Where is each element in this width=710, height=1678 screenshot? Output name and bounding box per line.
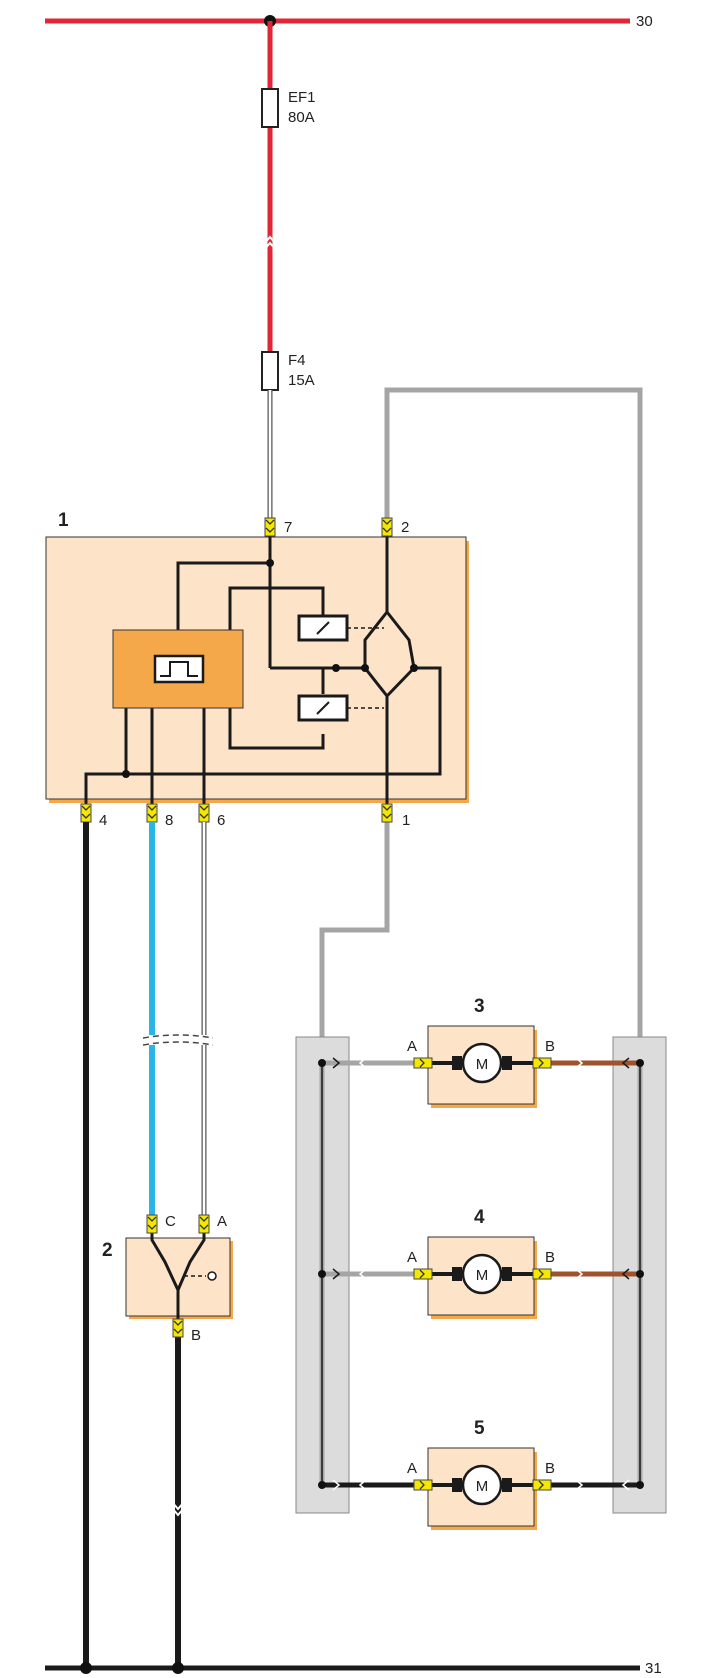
junction-dot [122,770,130,778]
motor-3-symbol: M [476,1056,489,1073]
motor-4-symbol: M [476,1267,489,1284]
module-1-label: 1 [58,510,69,531]
module-pin-7-label: 7 [284,519,292,536]
relay-coil-lower [297,694,384,722]
switch-pin-c-label: C [165,1213,176,1230]
motor-4-pin-b-label: B [545,1249,555,1266]
module-pin-2 [381,517,393,537]
motor-3-pin-a [413,1057,433,1069]
switch-pin-a [198,1214,210,1234]
module-internal-wiring [84,518,442,815]
motor-brush [502,1056,512,1070]
terminal-31-label: 31 [645,1660,662,1677]
motor-5-pin-a-label: A [407,1460,417,1477]
module-pin-6 [198,803,210,823]
module-pin-1 [381,803,393,823]
connector-chevron [263,235,277,245]
module-pin-8 [146,803,158,823]
motor-3-label: 3 [474,996,485,1017]
switch-pin-c [146,1214,158,1234]
module-1-box [45,536,467,800]
motor-4-pin-a [413,1268,433,1280]
motor-row-3 [318,1057,644,1069]
switch-pin-b-label: B [191,1327,201,1344]
motor-5-pin-b-label: B [545,1460,555,1477]
motor-4-pin-b [532,1268,552,1280]
fuse-f4 [261,351,279,391]
module-pin-4 [80,803,92,823]
terminal-30-label: 30 [636,13,653,30]
timer-circuit [112,629,244,709]
module-pin-8-label: 8 [165,812,173,829]
motor-5-symbol: M [476,1478,489,1495]
fuse-f4-name: F4 [288,352,306,369]
connector-chevron [171,1507,185,1517]
switch-contact-point [207,1271,217,1281]
module-pin-7 [264,517,276,537]
motor-3-pin-a-label: A [407,1038,417,1055]
motor-4-icon [461,1253,503,1295]
fuse-ef1 [261,88,279,128]
motor-row-4 [318,1268,644,1280]
connector-chevron [263,241,277,251]
fuse-ef1-name: EF1 [288,89,316,106]
module-pin-4-label: 4 [99,812,107,829]
switch-pin-a-label: A [217,1213,227,1230]
harness-break [142,1034,214,1046]
relay-coil-upper [297,614,384,642]
motor-4-pin-a-label: A [407,1249,417,1266]
motor-brush [502,1267,512,1281]
junction-dot [410,664,418,672]
junction-dot [172,1662,184,1674]
module-pin-2-label: 2 [401,519,409,536]
motor-brush [452,1267,462,1281]
junction-dot [332,664,340,672]
junction-dot [80,1662,92,1674]
motor-4-label: 4 [474,1207,485,1228]
motor-5-icon [461,1464,503,1506]
motor-brush [502,1478,512,1492]
motor-5-pin-b [532,1479,552,1491]
junction-dot [266,559,274,567]
motor-5-pin-a [413,1479,433,1491]
switch-pin-b [172,1318,184,1338]
motor-3-icon [461,1042,503,1084]
motor-brush [452,1478,462,1492]
motor-3-pin-b-label: B [545,1038,555,1055]
motor-5-label: 5 [474,1418,485,1439]
gray-wire-pin1 [319,815,390,1060]
connector-chevron [171,1501,185,1511]
junction-dot [361,664,369,672]
motor-3-pin-b [532,1057,552,1069]
motor-brush [452,1056,462,1070]
fuse-ef1-rating: 80A [288,109,315,126]
pulse-icon [160,661,198,677]
motor-row-5 [318,1479,644,1491]
fuse-f4-rating: 15A [288,372,315,389]
module-pin-1-label: 1 [402,812,410,829]
module-pin-6-label: 6 [217,812,225,829]
gray-wire-pin2 [384,387,643,1060]
switch-2-label: 2 [102,1240,113,1261]
